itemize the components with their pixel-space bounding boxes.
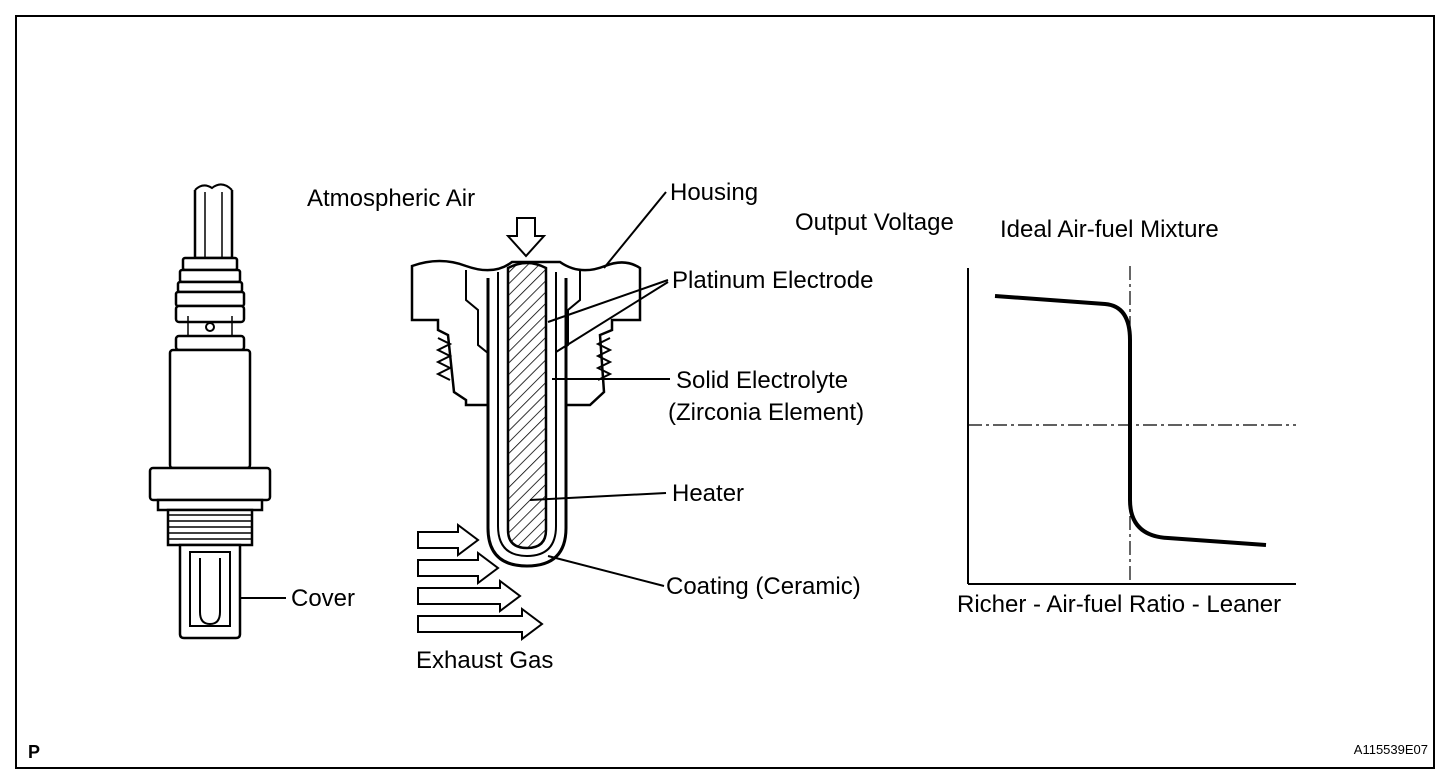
atmospheric-air-arrow-icon <box>505 217 547 258</box>
solid-electrolyte-label: Solid Electrolyte <box>676 367 849 394</box>
atmospheric-air-label: Atmospheric Air <box>307 185 476 212</box>
figure-code: A115539E07 <box>1353 742 1428 757</box>
heater-label: Heater <box>672 480 745 507</box>
housing-label: Housing <box>670 179 759 206</box>
diagram-frame <box>15 15 1435 769</box>
exhaust-gas-arrows-icon <box>417 523 544 641</box>
output-voltage-label: Output Voltage <box>795 209 954 236</box>
air-fuel-ratio-label: Richer - Air-fuel Ratio - Leaner <box>957 591 1282 618</box>
oxygen-sensor-exterior <box>148 183 272 640</box>
voltage-graph <box>967 266 1296 585</box>
exhaust-gas-label: Exhaust Gas <box>416 647 554 674</box>
cover-label: Cover <box>291 585 356 612</box>
leader-lines <box>529 191 670 587</box>
corner-mark-left: P <box>28 742 41 762</box>
sensor-cross-section <box>410 259 642 568</box>
ideal-mixture-label: Ideal Air-fuel Mixture <box>1000 216 1219 243</box>
platinum-electrode-label: Platinum Electrode <box>672 267 874 294</box>
zirconia-element-label: (Zirconia Element) <box>668 399 865 426</box>
coating-label: Coating (Ceramic) <box>666 573 861 600</box>
